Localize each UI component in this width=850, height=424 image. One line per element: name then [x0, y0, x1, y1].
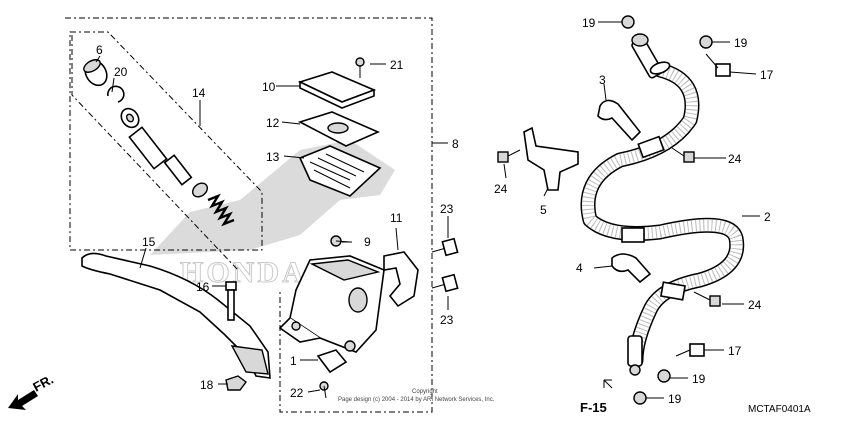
cylinder-outlet [344, 340, 356, 352]
piston [128, 126, 168, 170]
callout-8: 8 [452, 137, 459, 151]
screw-22 [319, 381, 329, 399]
brake-lever-tip [230, 345, 269, 375]
callout-10: 10 [262, 80, 276, 94]
callout-23-lower: 23 [440, 313, 454, 327]
callout-15: 15 [142, 235, 156, 249]
callout-5: 5 [540, 203, 547, 217]
callout-16: 16 [196, 280, 210, 294]
washer-19-b [699, 35, 713, 49]
master-cylinder-body [278, 255, 385, 353]
cylinder-mount-hole [291, 321, 301, 331]
nut-18 [225, 375, 247, 391]
circlip-20 [107, 85, 125, 103]
spring [207, 193, 235, 227]
switch-1 [316, 349, 348, 374]
hose-clamp-3 [597, 99, 642, 142]
callout-9: 9 [364, 235, 371, 249]
bolt-24-lower [693, 291, 721, 307]
leader-lines [95, 21, 760, 399]
callout-17-lower: 17 [728, 344, 742, 358]
plate-12-hole [327, 122, 349, 134]
callout-6: 6 [96, 43, 103, 57]
reservoir-cap-parts [297, 57, 382, 197]
oil-bolt-17-lower [675, 343, 705, 357]
hose-clamp-4 [611, 253, 652, 284]
figure-reference: F-15 [580, 379, 613, 415]
copyright-line-2: Page design (c) 2004 - 2014 by ARI Netwo… [338, 397, 495, 403]
diagram-code: MCTAF0401A [748, 404, 811, 415]
screw-21 [355, 57, 365, 67]
callout-23-upper: 23 [440, 202, 454, 216]
callout-12: 12 [266, 116, 280, 130]
washer-19-a [621, 15, 635, 29]
boot-6-top [83, 59, 101, 73]
oil-bolt-17-upper [705, 53, 731, 77]
callout-14: 14 [192, 86, 206, 100]
piston-rod [163, 154, 193, 186]
assembly-box-14 [69, 31, 263, 251]
cup-seal [191, 182, 209, 198]
callout-24-lower: 24 [748, 298, 762, 312]
callout-3: 3 [599, 73, 606, 87]
pivot-bolt-16 [225, 281, 237, 321]
figure-ref-arrow-icon [603, 379, 613, 389]
piston-kit [83, 59, 235, 227]
callout-19-c: 19 [692, 372, 706, 386]
bolt-23-upper [431, 237, 459, 257]
washer-19-d [633, 391, 647, 405]
callout-20: 20 [114, 65, 128, 79]
callout-19-b: 19 [734, 36, 748, 50]
bolt-24-mid [671, 147, 695, 163]
bolt-23-lower [431, 273, 459, 293]
callout-21: 21 [390, 58, 404, 72]
callout-18: 18 [200, 378, 214, 392]
diaphragm-13-ribs [309, 153, 365, 189]
washer-19-c [657, 369, 671, 383]
callout-2: 2 [764, 210, 771, 224]
assembly-box-8 [65, 17, 433, 413]
callout-1: 1 [290, 354, 297, 368]
callout-19-d: 19 [668, 392, 682, 406]
honda-watermark-text: HONDA [180, 256, 307, 289]
callout-22: 22 [290, 386, 304, 400]
cylinder-reservoir-rim [309, 259, 381, 281]
front-arrow-icon [8, 390, 38, 410]
callout-19-a: 19 [582, 16, 596, 30]
callout-17-upper: 17 [760, 68, 774, 82]
front-direction-indicator: FR. [8, 372, 56, 410]
figure-ref-label: F-15 [580, 400, 607, 415]
hose-stay-5 [523, 126, 579, 191]
copyright-line-1: Copyright [412, 389, 438, 395]
callout-24-mid: 24 [728, 152, 742, 166]
holder-11 [383, 251, 419, 308]
washer-hole [125, 113, 135, 123]
cap-10-edge [299, 80, 375, 109]
screw-9 [330, 235, 351, 247]
assembly-box-14-diag [71, 35, 239, 271]
callout-13: 13 [266, 150, 280, 164]
bolt-24-left [497, 149, 521, 163]
callout-4: 4 [576, 261, 583, 275]
brake-hose-2 [580, 33, 745, 376]
cylinder-clamp [278, 317, 321, 343]
callout-24-left: 24 [494, 182, 508, 196]
cylinder-bore [348, 287, 368, 313]
callout-11: 11 [390, 211, 403, 225]
